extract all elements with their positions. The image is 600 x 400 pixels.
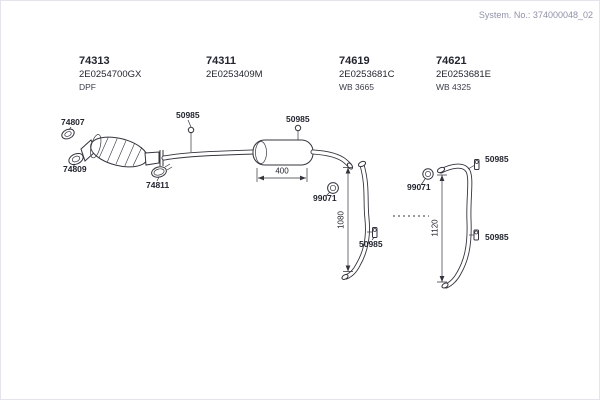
rear-gasket-hole: [71, 155, 81, 163]
hanger-eye: [474, 160, 479, 164]
leader-line: [325, 191, 331, 197]
part-code: 2E0253681C: [339, 69, 395, 80]
callout-seal-ring-2[interactable]: 99071: [407, 182, 431, 192]
clamp-bolt: [164, 163, 173, 171]
pipe-outlet-face: [341, 274, 349, 280]
leader-line: [371, 237, 375, 241]
part-group-74313: 74313 2E0254700GX DPF: [79, 55, 142, 92]
part-code: 2E0253681E: [436, 69, 491, 80]
dpf-assembly: [61, 128, 164, 168]
pipe-outlet-face: [441, 282, 449, 289]
front-gasket-hole: [64, 131, 72, 137]
part-number[interactable]: 74313: [79, 55, 110, 67]
outlet-end-face: [346, 162, 354, 170]
callout-clamp[interactable]: 74811: [146, 180, 169, 190]
callout-hanger-3[interactable]: 50985: [359, 239, 383, 249]
leader-line: [156, 176, 160, 182]
dpf-outlet-cone: [144, 151, 160, 166]
callout-seal-ring-1[interactable]: 99071: [313, 193, 337, 203]
part-group-74619: 74619 2E0253681C WB 3665: [339, 55, 395, 92]
callout-front-gasket[interactable]: 74807: [61, 117, 85, 127]
callout-hanger-1[interactable]: 50985: [176, 110, 200, 120]
part-code: 2E0253409M: [206, 69, 263, 80]
part-note: DPF: [79, 82, 96, 92]
part-note: WB 4325: [436, 82, 471, 92]
dimension-muffler-length: 400: [256, 167, 308, 182]
muffler-assembly: [252, 124, 354, 170]
callout-hanger-4[interactable]: 50985: [485, 154, 509, 164]
pipe-inlet-face: [357, 160, 367, 168]
part-group-74311: 74311 2E0253409M: [206, 55, 263, 80]
part-code: 2E0254700GX: [79, 69, 142, 80]
front-pipe: [151, 119, 256, 182]
seal-ring-1: [325, 182, 339, 197]
hanger-arm: [467, 164, 476, 170]
pipe-inlet-face: [436, 166, 446, 174]
muffler-end-face: [255, 141, 267, 164]
hanger-eye: [187, 126, 195, 134]
callout-hanger-2[interactable]: 50985: [286, 114, 310, 124]
leader-line: [68, 126, 72, 131]
leader-line: [187, 119, 192, 128]
part-number[interactable]: 74619: [339, 55, 370, 67]
dimension-label: 400: [275, 167, 289, 176]
callout-hanger-5[interactable]: 50985: [485, 232, 509, 242]
hanger-eye: [294, 124, 302, 132]
tailpipe-wb3665: [341, 160, 378, 280]
dpf-body: [90, 134, 148, 168]
dimension-wb3665-length: 1080: [337, 167, 353, 272]
system-number: System. No.: 374000048_02: [479, 10, 593, 20]
leader-line: [420, 178, 426, 186]
leader-line: [72, 163, 76, 168]
part-group-74621: 74621 2E0253681E WB 4325: [436, 55, 491, 92]
pipe-clamp-inner: [153, 168, 165, 176]
tailpipe-wb4325: [436, 159, 480, 289]
part-number[interactable]: 74621: [436, 55, 467, 67]
hanger-eye: [474, 230, 479, 235]
callout-rear-gasket[interactable]: 74809: [63, 164, 87, 174]
seal-ring-2: [420, 168, 434, 186]
part-number[interactable]: 74311: [206, 55, 236, 67]
hanger-eye: [372, 228, 377, 232]
front-gasket-ring: [61, 128, 75, 140]
dimension-label: 1080: [337, 211, 346, 229]
part-note: WB 3665: [339, 82, 374, 92]
dimension-label: 1120: [431, 219, 440, 237]
dimension-wb4325-length: 1120: [431, 174, 447, 283]
muffler-body: [252, 139, 314, 166]
pipe-clamp: [151, 166, 167, 178]
